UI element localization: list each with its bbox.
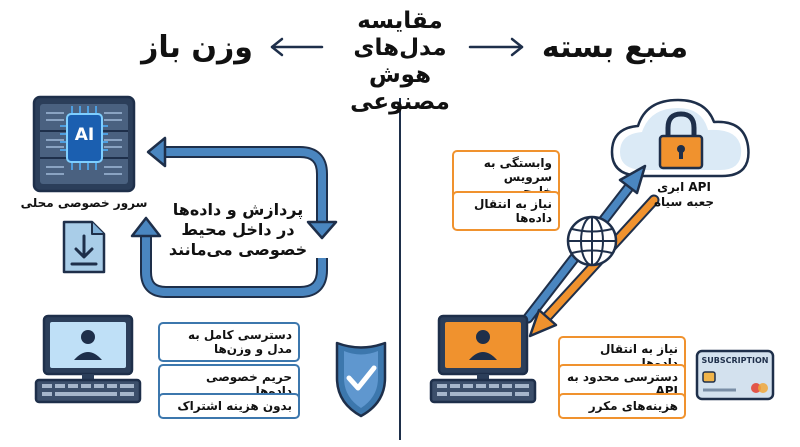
left-tag-no-subscription: بدون هزینه اشتراک: [158, 393, 300, 419]
cloud-tag-data-transfer: نیاز به انتقال داده‌ها: [452, 191, 560, 231]
page-title: مقایسه مدل‌های هوش مصنوعی: [350, 8, 450, 115]
arrow-right-icon: [468, 37, 524, 57]
computer-icon: [429, 314, 537, 404]
server-label: سرور خصوصی محلی: [20, 196, 148, 210]
closed-source-heading: منبع بسته: [541, 30, 689, 65]
loop-description: پردازش و داده‌ها در داخل محیط خصوصی می‌م…: [168, 200, 308, 259]
computer-icon: [34, 314, 142, 404]
credit-card-icon: [695, 349, 775, 401]
card-label: SUBSCRIPTION: [701, 356, 769, 365]
server-icon: [32, 95, 136, 193]
loop-arrow-top: [146, 136, 338, 240]
open-weights-heading: وزن باز: [141, 30, 253, 65]
server-chip-label: AI: [74, 125, 95, 145]
shield-check-icon: [335, 341, 387, 418]
globe-icon: [566, 215, 618, 267]
lock-icon: [658, 111, 704, 170]
arrow-left-icon: [270, 37, 324, 57]
download-icon: [62, 220, 106, 274]
computer-tag-recurring-costs: هزینه‌های مکرر: [558, 393, 686, 419]
left-tag-full-access: دسترسی کامل به مدل و وزن‌ها: [158, 322, 300, 362]
cloud-label: API ابری جعبه سیاه: [653, 180, 715, 209]
loop-arrow-bottom: [130, 216, 328, 298]
